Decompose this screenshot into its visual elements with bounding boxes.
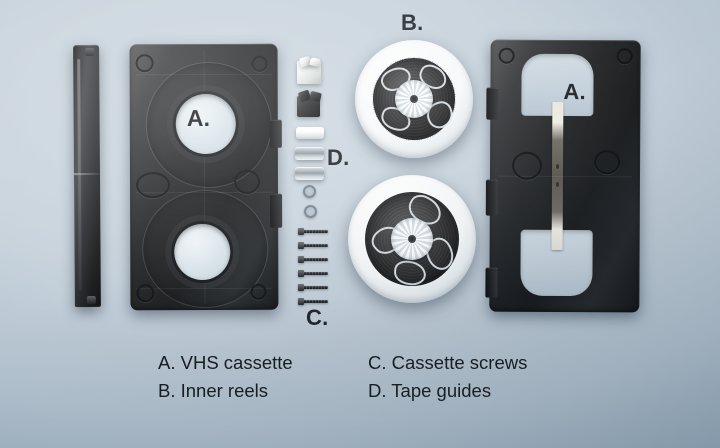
- left-half-side-notch-lower: [270, 193, 283, 228]
- part-cassette-screw-2: [298, 242, 328, 249]
- right-half-side-notch-lower: [485, 179, 498, 216]
- left-half-side-notch-upper: [269, 119, 282, 148]
- screw-head: [298, 270, 304, 277]
- part-cassette-screw-3: [298, 256, 328, 263]
- screw-shaft: [303, 258, 328, 261]
- molded-boss-top-left: [135, 54, 154, 73]
- screw-head: [298, 298, 304, 305]
- part-left-shell-half: A.: [129, 43, 283, 311]
- part-small-washer-upper: [303, 185, 316, 198]
- part-cassette-screw-6: [298, 298, 328, 305]
- part-metal-tape-guide-lower: [295, 167, 324, 180]
- screw-head: [298, 242, 304, 249]
- part-small-washer-lower: [304, 205, 317, 218]
- molded-slot-left-mid: [135, 172, 171, 199]
- screw-head: [298, 256, 304, 263]
- callout-a-left-shell: A.: [186, 104, 211, 132]
- reel-hub-center: [410, 95, 418, 103]
- screw-head: [298, 228, 304, 235]
- tape-strip-hole-upper: [556, 163, 560, 169]
- molded-slot-left: [511, 151, 543, 180]
- door-hinge-nub-top: [85, 47, 95, 57]
- right-half-side-notch-bottom: [485, 267, 498, 298]
- callout-c-screws: C.: [306, 305, 329, 330]
- molded-boss-bottom-left: [136, 284, 155, 303]
- door-hinge-nub-bottom: [86, 295, 96, 305]
- molded-boss-top-right: [616, 48, 633, 65]
- legend-item-a: A. VHS cassette: [158, 352, 293, 373]
- callout-a-right-shell: A.: [563, 78, 586, 105]
- screw-head: [298, 284, 304, 291]
- legend-item-c: C. Cassette screws: [368, 352, 528, 373]
- screw-shaft: [303, 272, 328, 275]
- part-metal-tape-guide-upper: [295, 147, 324, 160]
- molded-boss-top-left: [498, 47, 515, 64]
- callout-d-tape-guides: D.: [327, 145, 350, 170]
- reel-hub-center: [408, 235, 416, 243]
- part-cassette-screw-5: [298, 284, 328, 291]
- part-cassette-screw-4: [298, 270, 328, 277]
- part-upper-inner-reel: [355, 40, 473, 158]
- legend: A. VHS cassette C. Cassette screws B. In…: [158, 352, 588, 402]
- screw-shaft: [303, 300, 328, 303]
- part-front-door-flap: [73, 44, 101, 308]
- left-half-hub-window-bottom: [174, 223, 231, 281]
- molded-slot-right: [594, 150, 621, 175]
- molded-boss-bottom-right: [250, 283, 267, 300]
- door-seam: [73, 172, 100, 176]
- part-cassette-screw-1: [298, 228, 328, 235]
- callout-b-reels: B.: [401, 10, 424, 35]
- right-half-side-notch-upper: [486, 87, 499, 120]
- legend-item-d: D. Tape guides: [368, 380, 492, 401]
- molded-boss-top-right: [251, 55, 268, 72]
- part-white-tape-roller: [296, 127, 324, 139]
- screw-shaft: [303, 230, 328, 233]
- screw-shaft: [303, 244, 328, 247]
- part-right-shell-half: A.: [485, 39, 641, 313]
- legend-item-b: B. Inner reels: [158, 380, 269, 401]
- tape-strip-hole-lower: [555, 181, 559, 187]
- part-lower-inner-reel: [348, 175, 476, 303]
- molded-slot-right-mid: [233, 169, 261, 194]
- screw-shaft: [303, 286, 328, 289]
